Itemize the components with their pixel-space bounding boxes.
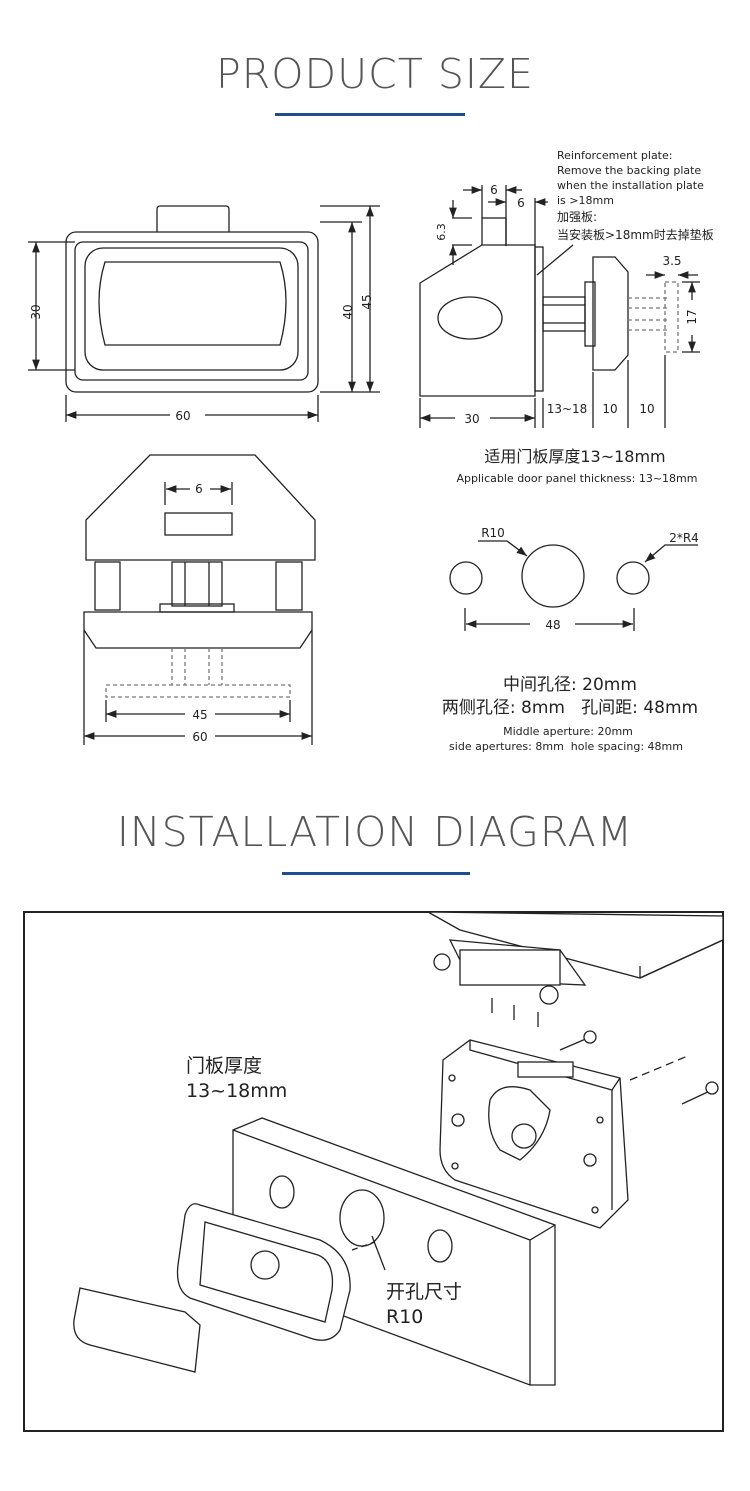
- holes-en-2: side apertures: 8mm hole spacing: 48mm: [449, 740, 683, 753]
- front-outer-height-dim: 45: [360, 294, 374, 309]
- hole-size-label-cn: 开孔尺寸: [386, 1281, 462, 1303]
- knob-dim: 10: [602, 402, 617, 416]
- top-stub-dim: 6: [490, 183, 498, 197]
- panel-thickness-en: Applicable door panel thickness: 13~18mm: [457, 472, 698, 485]
- hole-size-label-val: R10: [386, 1306, 423, 1328]
- center-hole-label: R10: [481, 526, 505, 540]
- pin-width-dim: 3.5: [662, 254, 681, 268]
- front-width-dim: 60: [175, 409, 190, 423]
- panel-thickness-dim: 13~18: [547, 402, 588, 416]
- note-cn-2: 当安装板>18mm时去掉垫板: [557, 227, 714, 242]
- top-view: [83, 454, 316, 745]
- front-inner-height-dim: 30: [29, 304, 43, 319]
- note-cn-1: 加强板:: [557, 210, 597, 224]
- note-en-4: is >18mm: [557, 194, 614, 207]
- title-underline: [275, 113, 465, 116]
- front-view: [28, 205, 380, 422]
- side-view: [419, 185, 700, 428]
- front-mid-height-dim: 40: [341, 304, 355, 319]
- thickness-label-val: 13~18mm: [186, 1080, 287, 1102]
- title-underline: [282, 872, 470, 875]
- panel-thickness-cn: 适用门板厚度13~18mm: [484, 447, 665, 466]
- stub-offset-dim: 6: [517, 196, 525, 210]
- end-dim: 10: [639, 402, 654, 416]
- installation-drawing: [73, 911, 724, 1386]
- note-en-3: when the installation plate: [557, 179, 704, 192]
- holes-en-1: Middle aperture: 20mm: [503, 725, 633, 738]
- holes-cn-1: 中间孔径: 20mm: [503, 675, 637, 695]
- holes-cn-2: 两侧孔径: 8mm 孔间距: 48mm: [442, 698, 698, 718]
- note-en-2: Remove the backing plate: [557, 164, 701, 177]
- installation-frame: [23, 911, 724, 1432]
- thickness-label-cn: 门板厚度: [186, 1055, 262, 1077]
- hole-spacing-dim: 48: [545, 618, 560, 632]
- side-hole-label: 2*R4: [669, 531, 699, 545]
- stub-height-dim: 6.3: [435, 223, 448, 241]
- installation-diagram-title: INSTALLATION DIAGRAM: [116, 808, 634, 856]
- hole-diagram: [449, 540, 698, 631]
- inner-width-dim: 45: [192, 708, 207, 722]
- product-size-title: PRODUCT SIZE: [216, 50, 534, 98]
- outer-width-dim: 60: [192, 730, 207, 744]
- slot-width-dim: 6: [195, 482, 203, 496]
- note-en-1: Reinforcement plate:: [557, 149, 672, 162]
- pin-height-dim: 17: [685, 309, 699, 324]
- body-depth-dim: 30: [464, 412, 479, 426]
